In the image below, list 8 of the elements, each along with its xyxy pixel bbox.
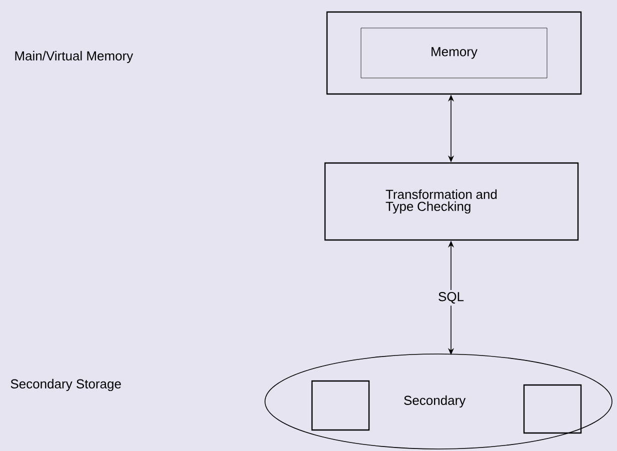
side-label: Secondary Storage <box>10 378 121 392</box>
memory-box: Memory <box>360 28 548 78</box>
empty-box <box>523 384 582 434</box>
empty-box <box>326 11 582 95</box>
empty-box <box>311 380 370 431</box>
side-label: Main/Virtual Memory <box>15 50 134 64</box>
process-box: Transformation and Type Checking <box>324 162 579 241</box>
edge-label: SQL <box>436 290 466 306</box>
